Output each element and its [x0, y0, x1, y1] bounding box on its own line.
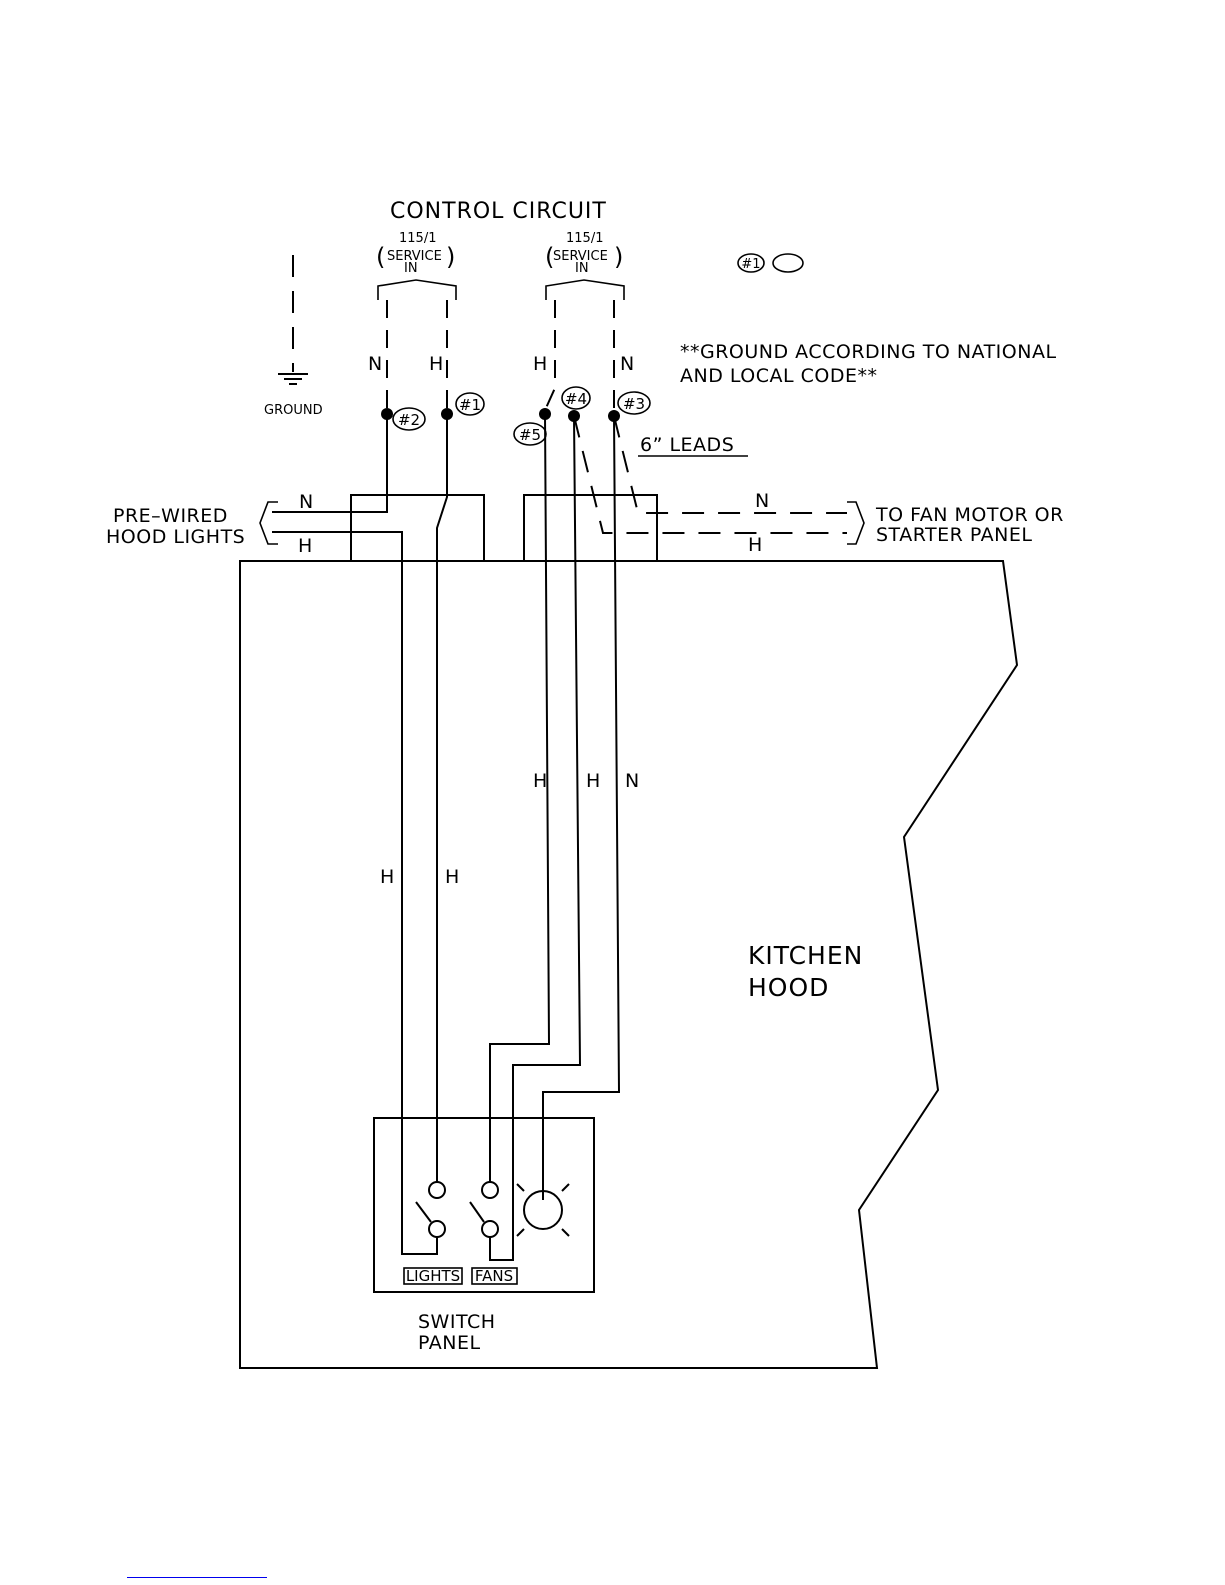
fan-label-h: H — [748, 534, 763, 556]
lights-switch-terminal-bottom[interactable] — [429, 1221, 445, 1237]
fan-line2: STARTER PANEL — [876, 524, 1032, 546]
diagram-title: CONTROL CIRCUIT — [390, 199, 607, 224]
prewired-line1: PRE–WIRED — [113, 505, 228, 527]
service-paren-close: ) — [446, 243, 455, 271]
neutral-wire-lights — [272, 414, 387, 512]
ground-note-line2: AND LOCAL CODE** — [680, 365, 878, 387]
fans-switch-terminal-bottom[interactable] — [482, 1221, 498, 1237]
lights-switch-label: LIGHTS — [406, 1267, 460, 1285]
terminal-label-3: #3 — [623, 395, 645, 413]
leads-label: 6” LEADS — [640, 434, 734, 456]
wire-label-n: N — [368, 353, 383, 375]
footer-rule — [127, 1577, 267, 1578]
fans-switch-label: FANS — [475, 1267, 513, 1285]
kitchen-hood-outline — [240, 561, 1017, 1368]
ground-note-line1: **GROUND ACCORDING TO NATIONAL — [680, 341, 1057, 363]
junction-box-left — [351, 495, 484, 561]
service-rating-left: 115/1 — [399, 231, 436, 246]
terminal-label-2: #2 — [398, 411, 420, 429]
hot-wire-fan-motor — [490, 416, 580, 1260]
terminal-legend: #1 — [738, 254, 803, 272]
switch-panel-label-line2: PANEL — [418, 1332, 481, 1354]
service-in-right: 115/1 ( SERVICE IN ) — [545, 231, 624, 300]
hood-label-line2: HOOD — [748, 973, 829, 1002]
fan-line1: TO FAN MOTOR OR — [875, 504, 1064, 526]
wire-label-h: H — [380, 866, 395, 888]
ground-symbol: GROUND — [264, 255, 323, 418]
fans-switch-blade[interactable] — [470, 1202, 484, 1222]
terminal-label-4: #4 — [565, 390, 587, 408]
service-bracket-left — [378, 280, 456, 300]
wire-label-n: N — [625, 770, 640, 792]
wire-label-h: H — [429, 353, 444, 375]
hot-wire-service — [437, 414, 447, 1182]
prewired-line2: HOOD LIGHTS — [106, 526, 245, 548]
terminal-label-1: #1 — [459, 396, 481, 414]
legend-empty-badge — [773, 254, 803, 272]
service-rating-right: 115/1 — [566, 231, 603, 246]
prewired-wire-n: N — [299, 491, 314, 513]
wire-label-h: H — [445, 866, 460, 888]
service-in-left: 115/1 ( SERVICE IN ) — [376, 231, 456, 300]
prewired-bracket — [260, 502, 278, 544]
wire-label-n: N — [620, 353, 635, 375]
hot-wire-lights — [272, 532, 437, 1254]
lights-switch-blade[interactable] — [416, 1202, 431, 1222]
fan-label-n: N — [755, 490, 770, 512]
service-in-label-left: IN — [404, 261, 418, 276]
pilot-light-icon — [517, 1184, 569, 1236]
service-in-label-right: IN — [575, 261, 589, 276]
service-paren-close: ) — [614, 243, 623, 271]
ground-label: GROUND — [264, 403, 323, 418]
junction-box-right — [524, 495, 657, 561]
prewired-wire-h: H — [298, 535, 313, 557]
fans-switch-terminal-top[interactable] — [482, 1182, 498, 1198]
legend-terminal-label: #1 — [741, 257, 760, 272]
hot-wire-fan-switch — [490, 414, 549, 1182]
wire-label-h: H — [586, 770, 601, 792]
fan-bracket — [847, 502, 864, 544]
hood-label-line1: KITCHEN — [748, 941, 863, 970]
terminal-label-5: #5 — [519, 426, 541, 444]
wire-label-h: H — [533, 353, 548, 375]
switch-panel-label-line1: SWITCH — [418, 1311, 496, 1333]
wire-label-h: H — [533, 770, 548, 792]
fan-wire-n — [614, 416, 847, 513]
service-bracket-right — [546, 280, 624, 300]
service-paren-open: ( — [376, 243, 385, 271]
lights-switch-terminal-top[interactable] — [429, 1182, 445, 1198]
